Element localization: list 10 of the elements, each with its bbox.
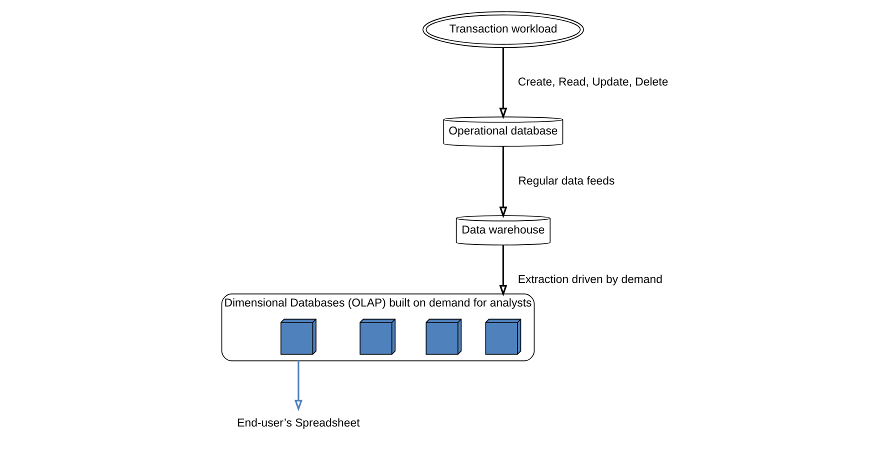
arrow <box>498 146 507 218</box>
arrow <box>498 245 507 296</box>
edge-label: Extraction driven by demand <box>517 274 662 286</box>
edge-label: Regular data feeds <box>518 175 614 188</box>
edge-label: Create, Read, Update, Delete <box>517 76 668 89</box>
node-text: End-user’s Spreadsheet <box>236 418 360 430</box>
arrow <box>294 360 302 412</box>
cluster: Dimensional Databases (OLAP) built on demand for analysts <box>220 294 534 362</box>
arrow <box>498 48 507 120</box>
node-ellipse: Transaction workload <box>422 11 584 48</box>
